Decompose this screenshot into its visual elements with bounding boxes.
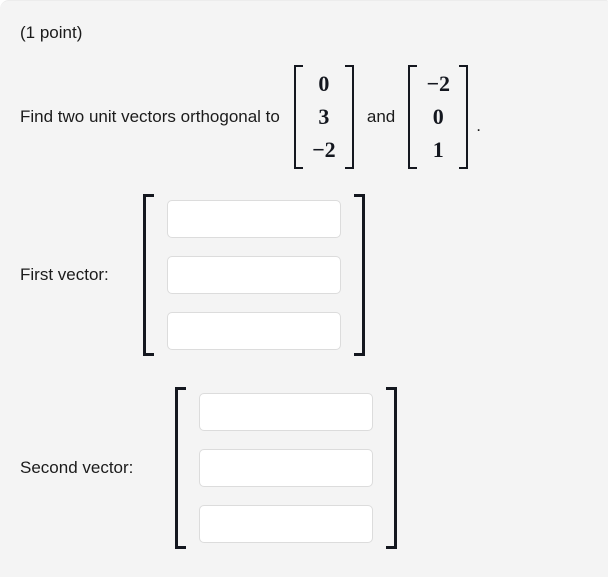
second-vector-matrix — [175, 387, 397, 549]
given-vector-b-components: −2 0 1 — [417, 65, 459, 169]
question-prompt-text: Find two unit vectors orthogonal to — [20, 107, 280, 126]
second-vector-label: Second vector: — [20, 458, 134, 477]
first-vector-input-2[interactable] — [167, 256, 341, 294]
matrix-cell: 0 — [432, 103, 444, 129]
question-terminator-text: . — [476, 116, 481, 135]
first-vector-matrix — [143, 194, 365, 356]
left-bracket-icon — [408, 65, 418, 169]
given-vector-a: 0 3 −2 — [293, 65, 354, 169]
first-vector-label: First vector: — [20, 265, 109, 284]
question-statement: Find two unit vectors orthogonal to 0 3 … — [20, 63, 590, 171]
left-bracket-icon — [293, 65, 303, 169]
first-vector-answer-row: First vector: — [20, 194, 365, 356]
matrix-cell: −2 — [312, 136, 336, 162]
first-vector-input-3[interactable] — [167, 312, 341, 350]
matrix-cell: 0 — [318, 71, 330, 97]
second-vector-input-3[interactable] — [199, 505, 373, 543]
left-bracket-icon — [175, 387, 186, 549]
first-vector-fields — [154, 194, 354, 356]
right-bracket-icon — [459, 65, 469, 169]
matrix-cell: −2 — [426, 71, 451, 97]
given-vector-b: −2 0 1 — [408, 65, 469, 169]
second-vector-fields — [186, 387, 386, 549]
matrix-cell: 1 — [432, 136, 444, 162]
right-bracket-icon — [386, 387, 397, 549]
first-vector-input-1[interactable] — [167, 200, 341, 238]
second-vector-answer-row: Second vector: — [20, 387, 397, 549]
question-conjunction-text: and — [366, 107, 396, 126]
point-value-header: (1 point) — [20, 23, 83, 42]
right-bracket-icon — [354, 194, 365, 356]
second-vector-input-1[interactable] — [199, 393, 373, 431]
second-vector-input-2[interactable] — [199, 449, 373, 487]
right-bracket-icon — [344, 65, 354, 169]
given-vector-a-components: 0 3 −2 — [303, 65, 345, 169]
matrix-cell: 3 — [318, 103, 330, 129]
left-bracket-icon — [143, 194, 154, 356]
